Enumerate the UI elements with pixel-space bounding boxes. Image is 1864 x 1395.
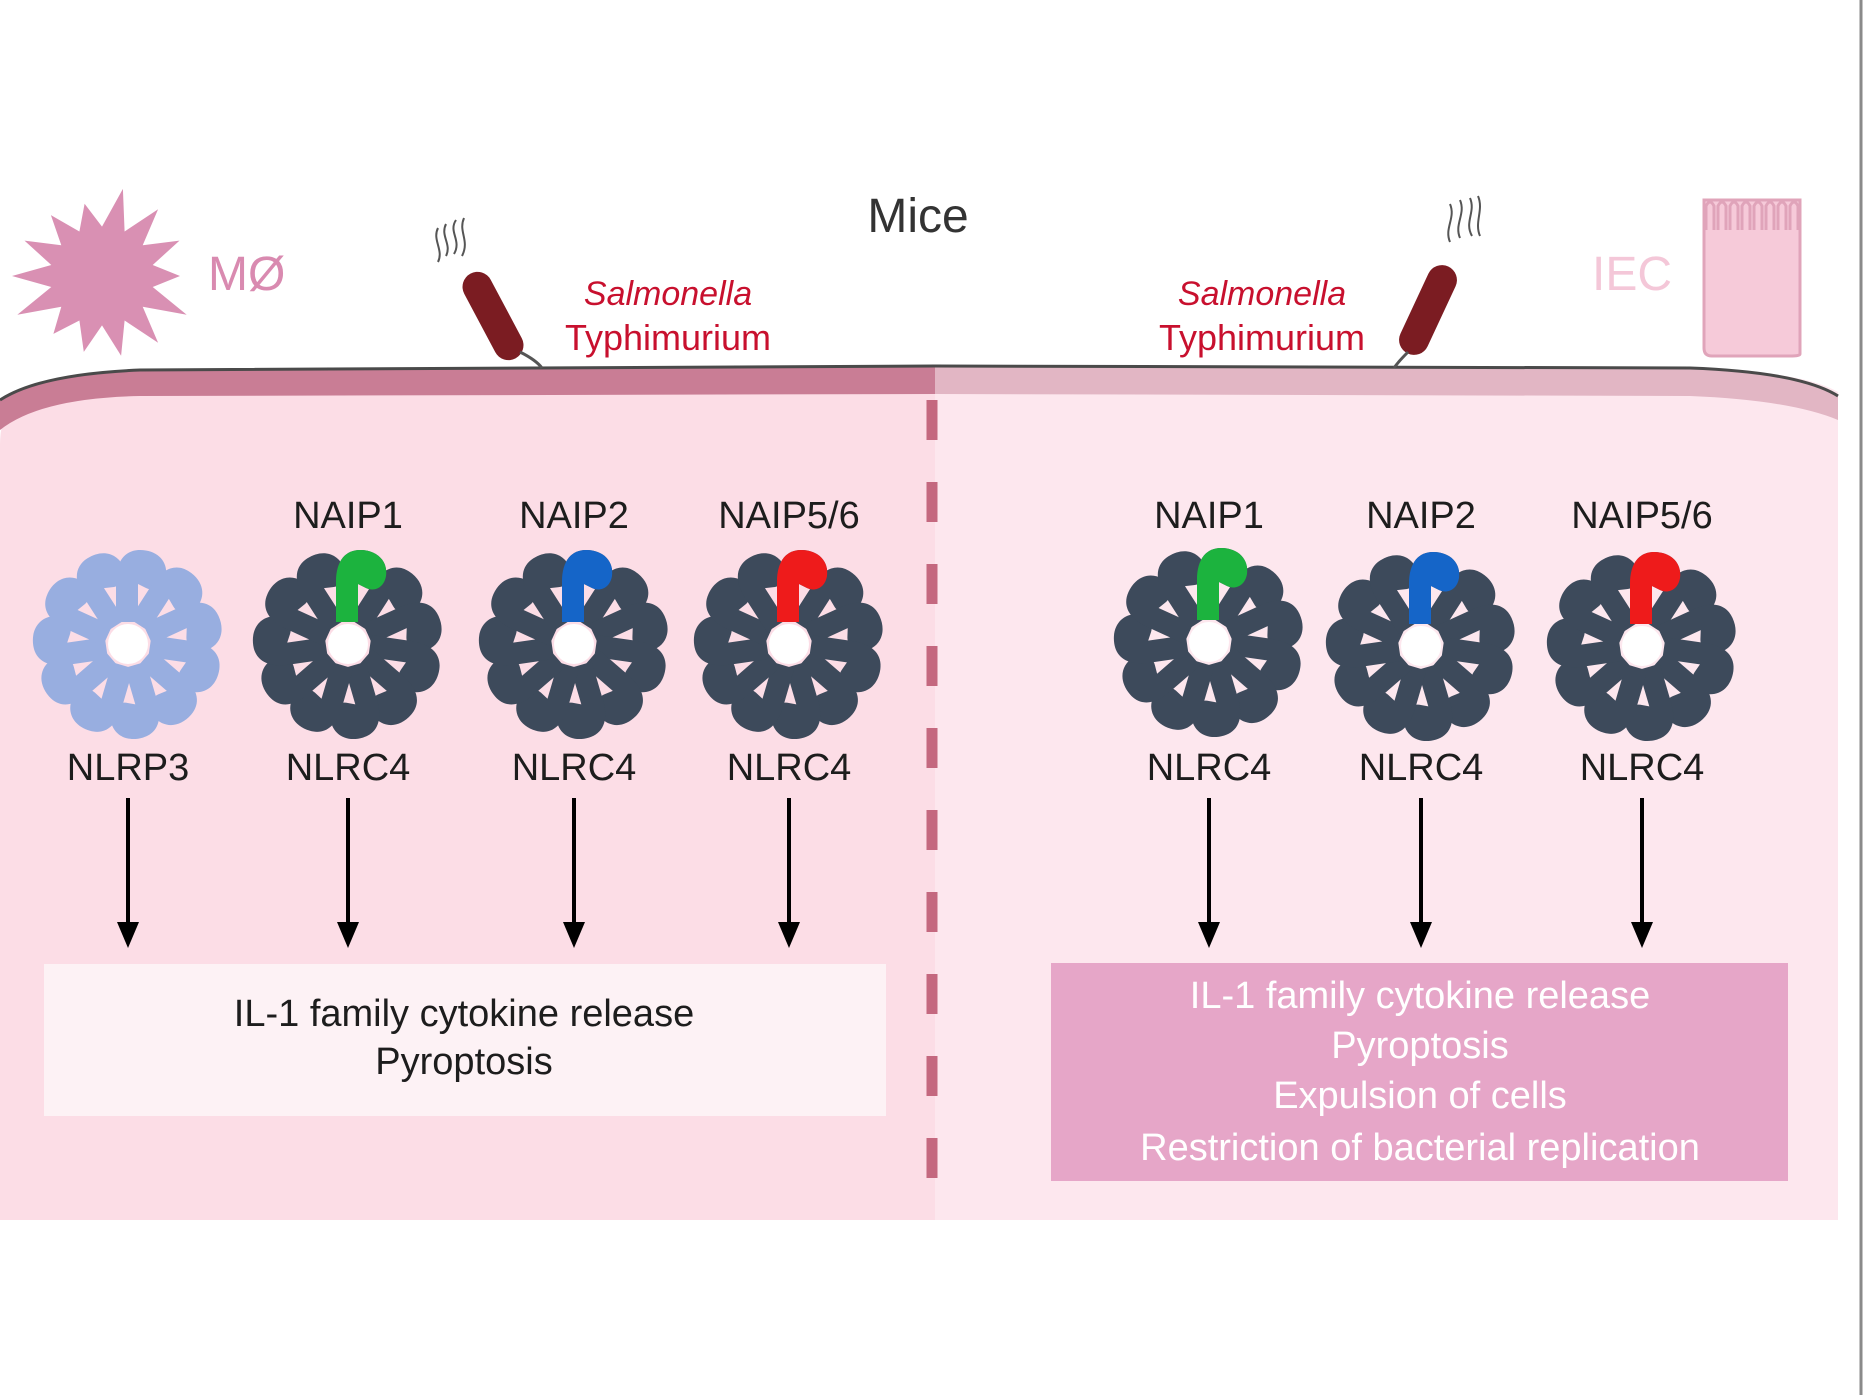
macrophage-icon	[12, 188, 187, 356]
outcome-right-2: Pyroptosis	[1331, 1025, 1508, 1067]
left-complex-1	[32, 550, 222, 739]
right-complex-3	[1546, 552, 1736, 741]
right-arrow-3	[1631, 798, 1653, 948]
left-receptor-label-2: NLRC4	[286, 747, 411, 789]
iec-label: IEC	[1592, 248, 1672, 301]
naip-subunit	[1630, 552, 1681, 624]
right-naip-label-3: NAIP5/6	[1571, 495, 1713, 537]
left-arrow-3	[563, 798, 585, 948]
right-receptor-label-2: NLRC4	[1359, 747, 1484, 789]
left-receptor-label-4: NLRC4	[727, 747, 852, 789]
right-receptor-label-1: NLRC4	[1147, 747, 1272, 789]
bacterium-icon-right	[1392, 195, 1481, 369]
right-complex-1	[1113, 548, 1303, 737]
outcome-right-3: Expulsion of cells	[1273, 1075, 1567, 1117]
left-naip-label-2: NAIP1	[293, 495, 403, 537]
cell-membrane	[0, 364, 1839, 430]
typhimurium-label-right: Typhimurium	[1159, 317, 1365, 358]
salmonella-label-right: Salmonella	[1178, 275, 1346, 313]
salmonella-label-left: Salmonella	[584, 275, 752, 313]
left-naip-label-3: NAIP2	[519, 495, 629, 537]
left-complex-3	[478, 550, 668, 739]
outcome-right-4: Restriction of bacterial replication	[1140, 1127, 1700, 1169]
right-receptor-label-3: NLRC4	[1580, 747, 1705, 789]
left-complex-4	[693, 550, 883, 739]
left-complex-2	[252, 550, 442, 739]
macrophage-label: MØ	[208, 248, 285, 301]
naip-subunit	[336, 550, 387, 622]
right-naip-label-1: NAIP1	[1154, 495, 1264, 537]
outcome-right-1: IL-1 family cytokine release	[1190, 975, 1650, 1017]
left-arrow-2	[337, 798, 359, 948]
bacterium-icon-left	[435, 217, 544, 369]
signaling-arrows	[117, 798, 1653, 948]
left-receptor-label-3: NLRC4	[512, 747, 637, 789]
outcome-box-right	[1051, 963, 1788, 1181]
naip-subunit	[1409, 552, 1460, 624]
outcome-left-1: IL-1 family cytokine release	[234, 993, 694, 1035]
naip-subunit	[562, 550, 613, 622]
left-arrow-1	[117, 798, 139, 948]
right-complex-2	[1325, 552, 1515, 741]
right-arrow-2	[1410, 798, 1432, 948]
typhimurium-label-left: Typhimurium	[565, 317, 771, 358]
left-arrow-4	[778, 798, 800, 948]
outcome-box-left	[44, 964, 886, 1116]
iec-icon	[1702, 198, 1802, 358]
right-arrow-1	[1198, 798, 1220, 948]
outcome-left-2: Pyroptosis	[375, 1041, 552, 1083]
right-naip-label-2: NAIP2	[1366, 495, 1476, 537]
naip-subunit	[777, 550, 828, 622]
figure-title: Mice	[867, 190, 968, 243]
left-receptor-label-1: NLRP3	[67, 747, 190, 789]
naip-subunit	[1197, 548, 1248, 620]
left-naip-label-4: NAIP5/6	[718, 495, 860, 537]
